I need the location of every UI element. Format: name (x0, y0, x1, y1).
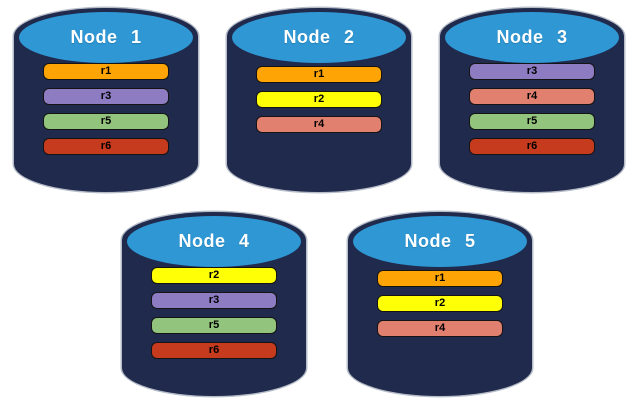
replica-label: r2 (434, 297, 446, 309)
replica-label: r1 (434, 272, 446, 284)
replica-bar-r4: r4 (256, 116, 382, 133)
replica-label: r5 (208, 319, 220, 331)
replica-bars: r1 r2 r4 (348, 270, 532, 337)
database-node-node-3: Node 3 r3 r4 r5 r6 (440, 8, 624, 192)
replica-bars: r3 r4 r5 r6 (440, 63, 624, 155)
replica-bar-r4: r4 (377, 320, 503, 337)
replica-label: r4 (313, 118, 325, 130)
replica-label: r4 (434, 322, 446, 334)
database-node-node-4: Node 4 r2 r3 r5 r6 (122, 212, 306, 396)
replica-bar-r1: r1 (43, 63, 169, 80)
replica-bar-r4: r4 (469, 88, 595, 105)
database-node-node-5: Node 5 r1 r2 r4 (348, 212, 532, 396)
node-label: Node 2 (283, 27, 355, 47)
replica-label: r6 (526, 140, 538, 152)
cylinder-top-ellipse: Node 5 (353, 216, 527, 267)
replica-label: r3 (100, 90, 112, 102)
replica-bar-r3: r3 (43, 88, 169, 105)
replica-label: r6 (208, 344, 220, 356)
database-node-node-1: Node 1 r1 r3 r5 r6 (14, 8, 198, 192)
replica-label: r5 (100, 115, 112, 127)
node-row-bottom: Node 4 r2 r3 r5 r6 Node 5 r1 r2 r4 (16, 212, 638, 396)
replica-bar-r1: r1 (377, 270, 503, 287)
replica-bar-r5: r5 (469, 113, 595, 130)
replica-label: r2 (313, 93, 325, 105)
replica-bar-r2: r2 (256, 91, 382, 108)
replica-label: r1 (100, 65, 112, 77)
replica-label: r4 (526, 90, 538, 102)
cylinder-top-ellipse: Node 1 (19, 12, 193, 63)
cylinder-top-ellipse: Node 3 (445, 12, 619, 63)
replica-label: r5 (526, 115, 538, 127)
node-label: Node 1 (70, 27, 142, 47)
replica-bar-r5: r5 (43, 113, 169, 130)
replica-label: r2 (208, 269, 220, 281)
replica-bar-r2: r2 (151, 267, 277, 284)
replica-bar-r2: r2 (377, 295, 503, 312)
replica-label: r3 (208, 294, 220, 306)
replica-bars: r1 r3 r5 r6 (14, 63, 198, 155)
replica-bar-r6: r6 (43, 138, 169, 155)
node-label: Node 5 (404, 231, 476, 251)
replica-bars: r2 r3 r5 r6 (122, 267, 306, 359)
node-label: Node 4 (178, 231, 250, 251)
replica-bar-r6: r6 (151, 342, 277, 359)
replica-bars: r1 r2 r4 (227, 66, 411, 133)
replica-label: r1 (313, 68, 325, 80)
replica-bar-r6: r6 (469, 138, 595, 155)
replica-label: r3 (526, 65, 538, 77)
replica-bar-r1: r1 (256, 66, 382, 83)
replica-label: r6 (100, 140, 112, 152)
cylinder-top-ellipse: Node 2 (232, 12, 406, 63)
replica-bar-r3: r3 (469, 63, 595, 80)
cylinder-top-ellipse: Node 4 (127, 216, 301, 267)
replica-bar-r3: r3 (151, 292, 277, 309)
database-node-node-2: Node 2 r1 r2 r4 (227, 8, 411, 192)
replica-bar-r5: r5 (151, 317, 277, 334)
node-label: Node 3 (496, 27, 568, 47)
